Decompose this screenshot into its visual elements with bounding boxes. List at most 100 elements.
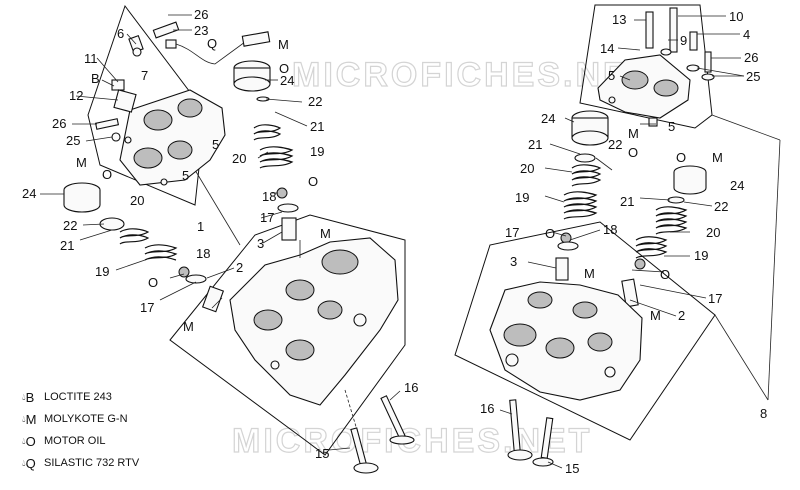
callout-6: 6 bbox=[117, 26, 124, 41]
callout-10: 10 bbox=[729, 9, 743, 24]
callout-19: 19 bbox=[310, 144, 324, 159]
legend-text: MOLYKOTE G-N bbox=[44, 413, 128, 425]
callout-17: 17 bbox=[140, 300, 154, 315]
callout-24: 24 bbox=[730, 178, 744, 193]
callout-4: 4 bbox=[743, 27, 750, 42]
callout-O: O bbox=[308, 174, 318, 189]
callout-18: 18 bbox=[196, 246, 210, 261]
callout-19: 19 bbox=[95, 264, 109, 279]
drop-icon: 💧︎ bbox=[22, 435, 26, 446]
left-valves bbox=[344, 389, 415, 474]
callout-26: 26 bbox=[744, 50, 758, 65]
legend-row-motor-oil: 💧︎O MOTOR OIL bbox=[22, 430, 139, 452]
callout-1: 1 bbox=[197, 219, 204, 234]
callout-24: 24 bbox=[541, 111, 555, 126]
callout-5: 5 bbox=[668, 119, 675, 134]
callout-25: 25 bbox=[66, 133, 80, 148]
callout-14: 14 bbox=[600, 41, 614, 56]
callout-19: 19 bbox=[515, 190, 529, 205]
callout-26: 26 bbox=[52, 116, 66, 131]
legend-row-silastic: 💧︎Q SILASTIC 732 RTV bbox=[22, 452, 139, 474]
drop-icon: 💧︎ bbox=[22, 391, 26, 402]
callout-5: 5 bbox=[608, 68, 615, 83]
callout-O: O bbox=[628, 145, 638, 160]
callout-16: 16 bbox=[404, 380, 418, 395]
right-leader-lines bbox=[499, 15, 745, 469]
callout-24: 24 bbox=[22, 186, 36, 201]
legend-symbol: 💧︎B bbox=[22, 389, 35, 405]
callout-11: 11 bbox=[84, 51, 98, 66]
legend-row-molykote: 💧︎M MOLYKOTE G-N bbox=[22, 408, 139, 430]
callout-20: 20 bbox=[130, 193, 144, 208]
callout-3: 3 bbox=[510, 254, 517, 269]
callout-15: 15 bbox=[315, 446, 329, 461]
callout-22: 22 bbox=[63, 218, 77, 233]
callout-18: 18 bbox=[603, 222, 617, 237]
callout-21: 21 bbox=[60, 238, 74, 253]
callout-21: 21 bbox=[310, 119, 324, 134]
right-valve-spring-set-a bbox=[555, 153, 602, 281]
callout-12: 12 bbox=[69, 88, 83, 103]
callout-15: 15 bbox=[565, 461, 579, 476]
callout-25: 25 bbox=[746, 69, 760, 84]
callout-22: 22 bbox=[608, 137, 622, 152]
callout-17: 17 bbox=[260, 210, 274, 225]
callout-20: 20 bbox=[520, 161, 534, 176]
callout-3: 3 bbox=[257, 236, 264, 251]
right-camshaft-frame bbox=[579, 4, 713, 129]
callout-7: 7 bbox=[141, 68, 148, 83]
right-callout-labels: 13 10 9 4 14 26 25 5 5 24 M O 21 22 O M … bbox=[480, 9, 767, 476]
legend-symbol: 💧︎M bbox=[22, 411, 37, 427]
lubricant-legend: 💧︎B LOCTITE 243 💧︎M MOLYKOTE G-N 💧︎O MOT… bbox=[22, 386, 139, 474]
left-cylinder-head bbox=[229, 237, 399, 406]
right-tappets bbox=[571, 110, 707, 195]
callout-20: 20 bbox=[232, 151, 246, 166]
right-valve-spring-set-b bbox=[621, 196, 688, 308]
callout-17: 17 bbox=[708, 291, 722, 306]
left-head-frame bbox=[169, 214, 406, 456]
callout-M: M bbox=[712, 150, 723, 165]
callout-O: O bbox=[545, 226, 555, 241]
callout-M: M bbox=[76, 155, 87, 170]
right-cylinder-head bbox=[489, 281, 643, 401]
left-leader-lines bbox=[40, 14, 401, 451]
callout-M: M bbox=[584, 266, 595, 281]
watermark-top: MICROFICHES.NET bbox=[292, 56, 652, 94]
callout-19: 19 bbox=[694, 248, 708, 263]
callout-22: 22 bbox=[308, 94, 322, 109]
callout-B: B bbox=[91, 71, 100, 86]
callout-23: 23 bbox=[194, 23, 208, 38]
legend-text: MOTOR OIL bbox=[44, 435, 106, 447]
callout-16: 16 bbox=[480, 401, 494, 416]
callout-5: 5 bbox=[212, 137, 219, 152]
callout-21: 21 bbox=[528, 137, 542, 152]
callout-8: 8 bbox=[760, 406, 767, 421]
legend-text: LOCTITE 243 bbox=[44, 391, 112, 403]
callout-13: 13 bbox=[612, 12, 626, 27]
callout-18: 18 bbox=[262, 189, 276, 204]
callout-24: 24 bbox=[280, 73, 294, 88]
callout-2: 2 bbox=[678, 308, 685, 323]
callout-M: M bbox=[320, 226, 331, 241]
callout-21: 21 bbox=[620, 194, 634, 209]
right-ref-line-a bbox=[711, 114, 781, 141]
legend-row-loctite: 💧︎B LOCTITE 243 bbox=[22, 386, 139, 408]
left-callout-labels: 26 23 6 Q M 11 B 7 O 24 12 22 26 21 25 5… bbox=[22, 7, 418, 461]
right-ref-line-b bbox=[767, 139, 781, 401]
callout-M: M bbox=[628, 126, 639, 141]
left-tappets bbox=[63, 60, 271, 213]
callout-26: 26 bbox=[194, 7, 208, 22]
left-valve-spring-set-a bbox=[253, 96, 299, 241]
right-valves bbox=[507, 399, 554, 467]
drop-icon: 💧︎ bbox=[22, 457, 26, 468]
legend-symbol: 💧︎O bbox=[22, 433, 36, 449]
left-top-hardware bbox=[94, 21, 271, 142]
callout-M: M bbox=[278, 37, 289, 52]
right-ref-line-c bbox=[714, 314, 769, 401]
callout-M: M bbox=[183, 319, 194, 334]
callout-O: O bbox=[660, 267, 670, 282]
callout-2: 2 bbox=[236, 260, 243, 275]
right-top-bolts bbox=[645, 7, 715, 81]
callout-O: O bbox=[676, 150, 686, 165]
